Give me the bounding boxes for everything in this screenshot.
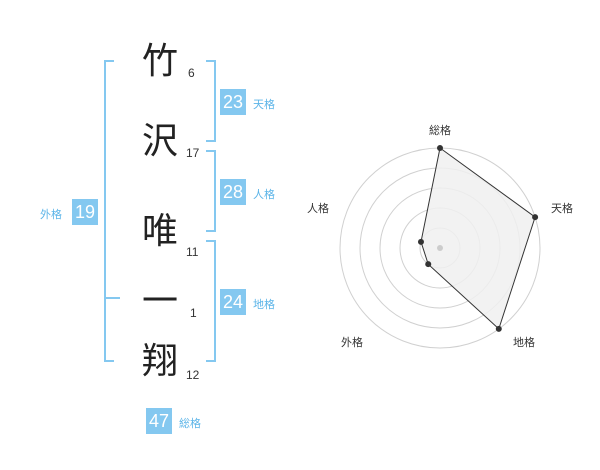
stroke-count-3: 11 xyxy=(186,245,199,259)
tenkaku-value: 23 xyxy=(220,89,246,115)
name-char-5: 翔 xyxy=(141,341,178,382)
tenkaku-bracket xyxy=(206,60,216,142)
stroke-count-4: 1 xyxy=(190,306,197,320)
chikaku-label: 地格 xyxy=(253,298,275,311)
radar-area xyxy=(420,147,536,330)
name-char-1: 竹 xyxy=(141,41,178,82)
gaikaku-divider xyxy=(104,297,120,299)
name-char-2: 沢 xyxy=(141,121,178,162)
name-char-4: 一 xyxy=(141,281,178,322)
radar-axis-label-4: 外格 xyxy=(341,335,363,349)
radar-center-dot xyxy=(437,245,443,251)
chikaku-bracket xyxy=(206,240,216,362)
radar-axis-label-1: 総格 xyxy=(429,123,451,137)
stroke-count-2: 17 xyxy=(186,146,200,160)
radar-axis-label-5: 人格 xyxy=(307,201,329,215)
gaikaku-bracket xyxy=(104,60,114,362)
radar-point xyxy=(437,145,443,151)
radar-axis-label-2: 天格 xyxy=(551,201,573,215)
gaikaku-label: 外格 xyxy=(40,208,62,221)
radar-point xyxy=(425,261,432,268)
radar-point xyxy=(417,238,424,245)
soukaku-value: 47 xyxy=(146,408,172,434)
jinkaku-label: 人格 xyxy=(253,188,275,201)
soukaku-label: 総格 xyxy=(179,417,201,430)
gaikaku-value: 19 xyxy=(72,199,98,225)
name-char-3: 唯 xyxy=(141,211,178,252)
radar-points xyxy=(417,145,539,332)
radar-axis-label-3: 地格 xyxy=(513,335,535,349)
jinkaku-value: 28 xyxy=(220,179,246,205)
tenkaku-label: 天格 xyxy=(253,98,275,111)
radar-point xyxy=(495,325,502,332)
stroke-count-1: 6 xyxy=(188,66,195,80)
jinkaku-bracket xyxy=(206,150,216,232)
stroke-count-5: 12 xyxy=(186,368,200,382)
radar-point xyxy=(532,214,539,221)
chikaku-value: 24 xyxy=(220,289,246,315)
